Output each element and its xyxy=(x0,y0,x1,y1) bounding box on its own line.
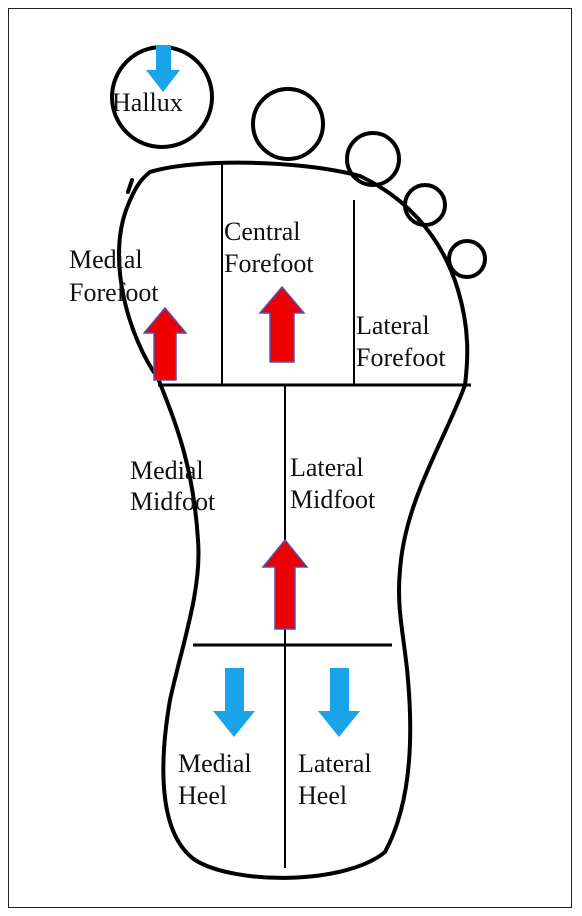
label-medial-forefoot-line2: Forefoot xyxy=(69,278,159,307)
label-medial-midfoot-line1: Medial xyxy=(130,456,204,485)
lateral-heel-down-arrow xyxy=(318,668,360,737)
toe-3 xyxy=(347,133,399,185)
toe-5 xyxy=(449,241,485,277)
label-lateral-midfoot-line2: Midfoot xyxy=(290,485,376,514)
foot-outline-nick xyxy=(128,180,132,192)
label-hallux: Hallux xyxy=(112,88,183,117)
lateral-midfoot-up-arrow xyxy=(263,540,307,629)
label-lateral-heel-line1: Lateral xyxy=(298,749,372,778)
label-central-forefoot-line2: Forefoot xyxy=(224,249,314,278)
label-lateral-forefoot-line2: Forefoot xyxy=(356,343,446,372)
toe-2 xyxy=(253,89,323,159)
hallux-down-arrow xyxy=(146,45,180,92)
medial-heel-down-arrow xyxy=(213,668,255,737)
label-medial-heel-line1: Medial xyxy=(178,749,252,778)
label-medial-forefoot-line1: Medial xyxy=(69,245,143,274)
label-lateral-heel-line2: Heel xyxy=(298,781,347,810)
label-lateral-forefoot-line1: Lateral xyxy=(356,311,430,340)
label-medial-heel-line2: Heel xyxy=(178,781,227,810)
toe-4 xyxy=(405,185,445,225)
label-lateral-midfoot-line1: Lateral xyxy=(290,453,364,482)
label-central-forefoot-line1: Central xyxy=(224,217,301,246)
label-medial-midfoot-line2: Midfoot xyxy=(130,487,216,516)
central-forefoot-up-arrow xyxy=(260,287,304,362)
